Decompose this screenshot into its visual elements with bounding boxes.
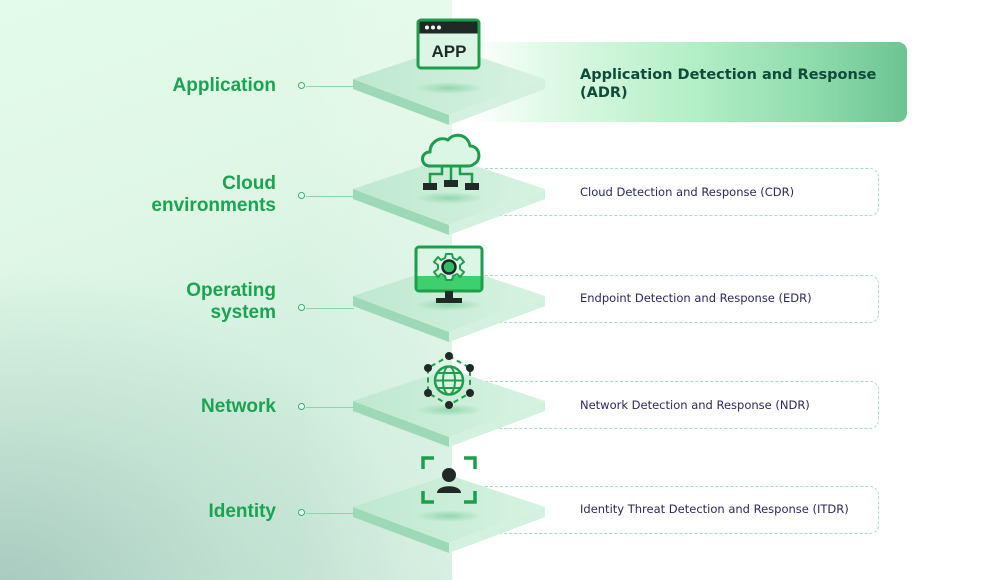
icon-shadow	[415, 192, 483, 204]
connector-line	[306, 407, 354, 408]
description-cdr: Cloud Detection and Response (CDR)	[580, 185, 795, 199]
label-line: environments	[151, 195, 276, 216]
platform-side-right	[449, 296, 545, 342]
platform-side-right	[449, 507, 545, 553]
connector-line	[306, 308, 354, 309]
layer-label-cloud: Cloud environments	[151, 173, 276, 217]
platform-side-right	[449, 79, 545, 125]
globe-network-icon	[424, 352, 474, 409]
itdr-box[interactable]	[470, 486, 879, 534]
app-icon-text: APP	[432, 42, 467, 61]
connector-line	[306, 196, 354, 197]
connector-cloud	[298, 192, 354, 200]
layer-label-identity: Identity	[208, 501, 276, 522]
user-focus-icon	[421, 456, 477, 504]
connector-dot	[298, 192, 305, 199]
platform-side-right	[449, 401, 545, 447]
connector-dot	[298, 82, 305, 89]
platform-identity	[353, 475, 545, 553]
platform-side-left	[353, 296, 449, 342]
cdr-box[interactable]	[470, 168, 879, 216]
app-window-icon: APP	[416, 18, 481, 70]
connector-dot	[298, 304, 305, 311]
edr-box[interactable]	[470, 275, 879, 323]
connector-identity	[298, 509, 354, 517]
platform-top	[353, 157, 545, 225]
connector-dot	[298, 403, 305, 410]
connector-operating-system	[298, 304, 354, 312]
description-adr: Application Detection and Response (ADR)	[580, 67, 877, 101]
platform-side-left	[353, 189, 449, 235]
layer-label-network: Network	[201, 396, 276, 417]
description-edr: Endpoint Detection and Response (EDR)	[580, 291, 812, 305]
platform-cloud	[353, 157, 545, 235]
ndr-box[interactable]	[470, 381, 879, 429]
icon-shadow	[415, 299, 483, 311]
description-itdr: Identity Threat Detection and Response (…	[580, 502, 849, 516]
label-line: system	[210, 302, 277, 323]
platform-side-left	[353, 79, 449, 125]
platform-side-left	[353, 401, 449, 447]
connector-network	[298, 403, 354, 411]
cloud-network-icon	[421, 133, 481, 190]
platform-top	[353, 475, 545, 543]
connector-line	[306, 513, 354, 514]
connector-application	[298, 82, 354, 90]
icon-shadow	[415, 510, 483, 522]
connector-dot	[298, 509, 305, 516]
layer-label-operating-system: Operating system	[186, 280, 276, 324]
description-ndr: Network Detection and Response (NDR)	[580, 398, 810, 412]
monitor-gear-icon	[414, 245, 484, 303]
platform-application	[353, 47, 545, 125]
platform-side-right	[449, 189, 545, 235]
icon-shadow	[415, 404, 483, 416]
layer-label-application: Application	[172, 75, 276, 96]
platform-side-left	[353, 507, 449, 553]
icon-shadow	[415, 82, 483, 94]
label-line: Operating	[186, 280, 276, 301]
label-line: Cloud	[222, 173, 276, 194]
platform-top	[353, 47, 545, 115]
connector-line	[306, 86, 354, 87]
